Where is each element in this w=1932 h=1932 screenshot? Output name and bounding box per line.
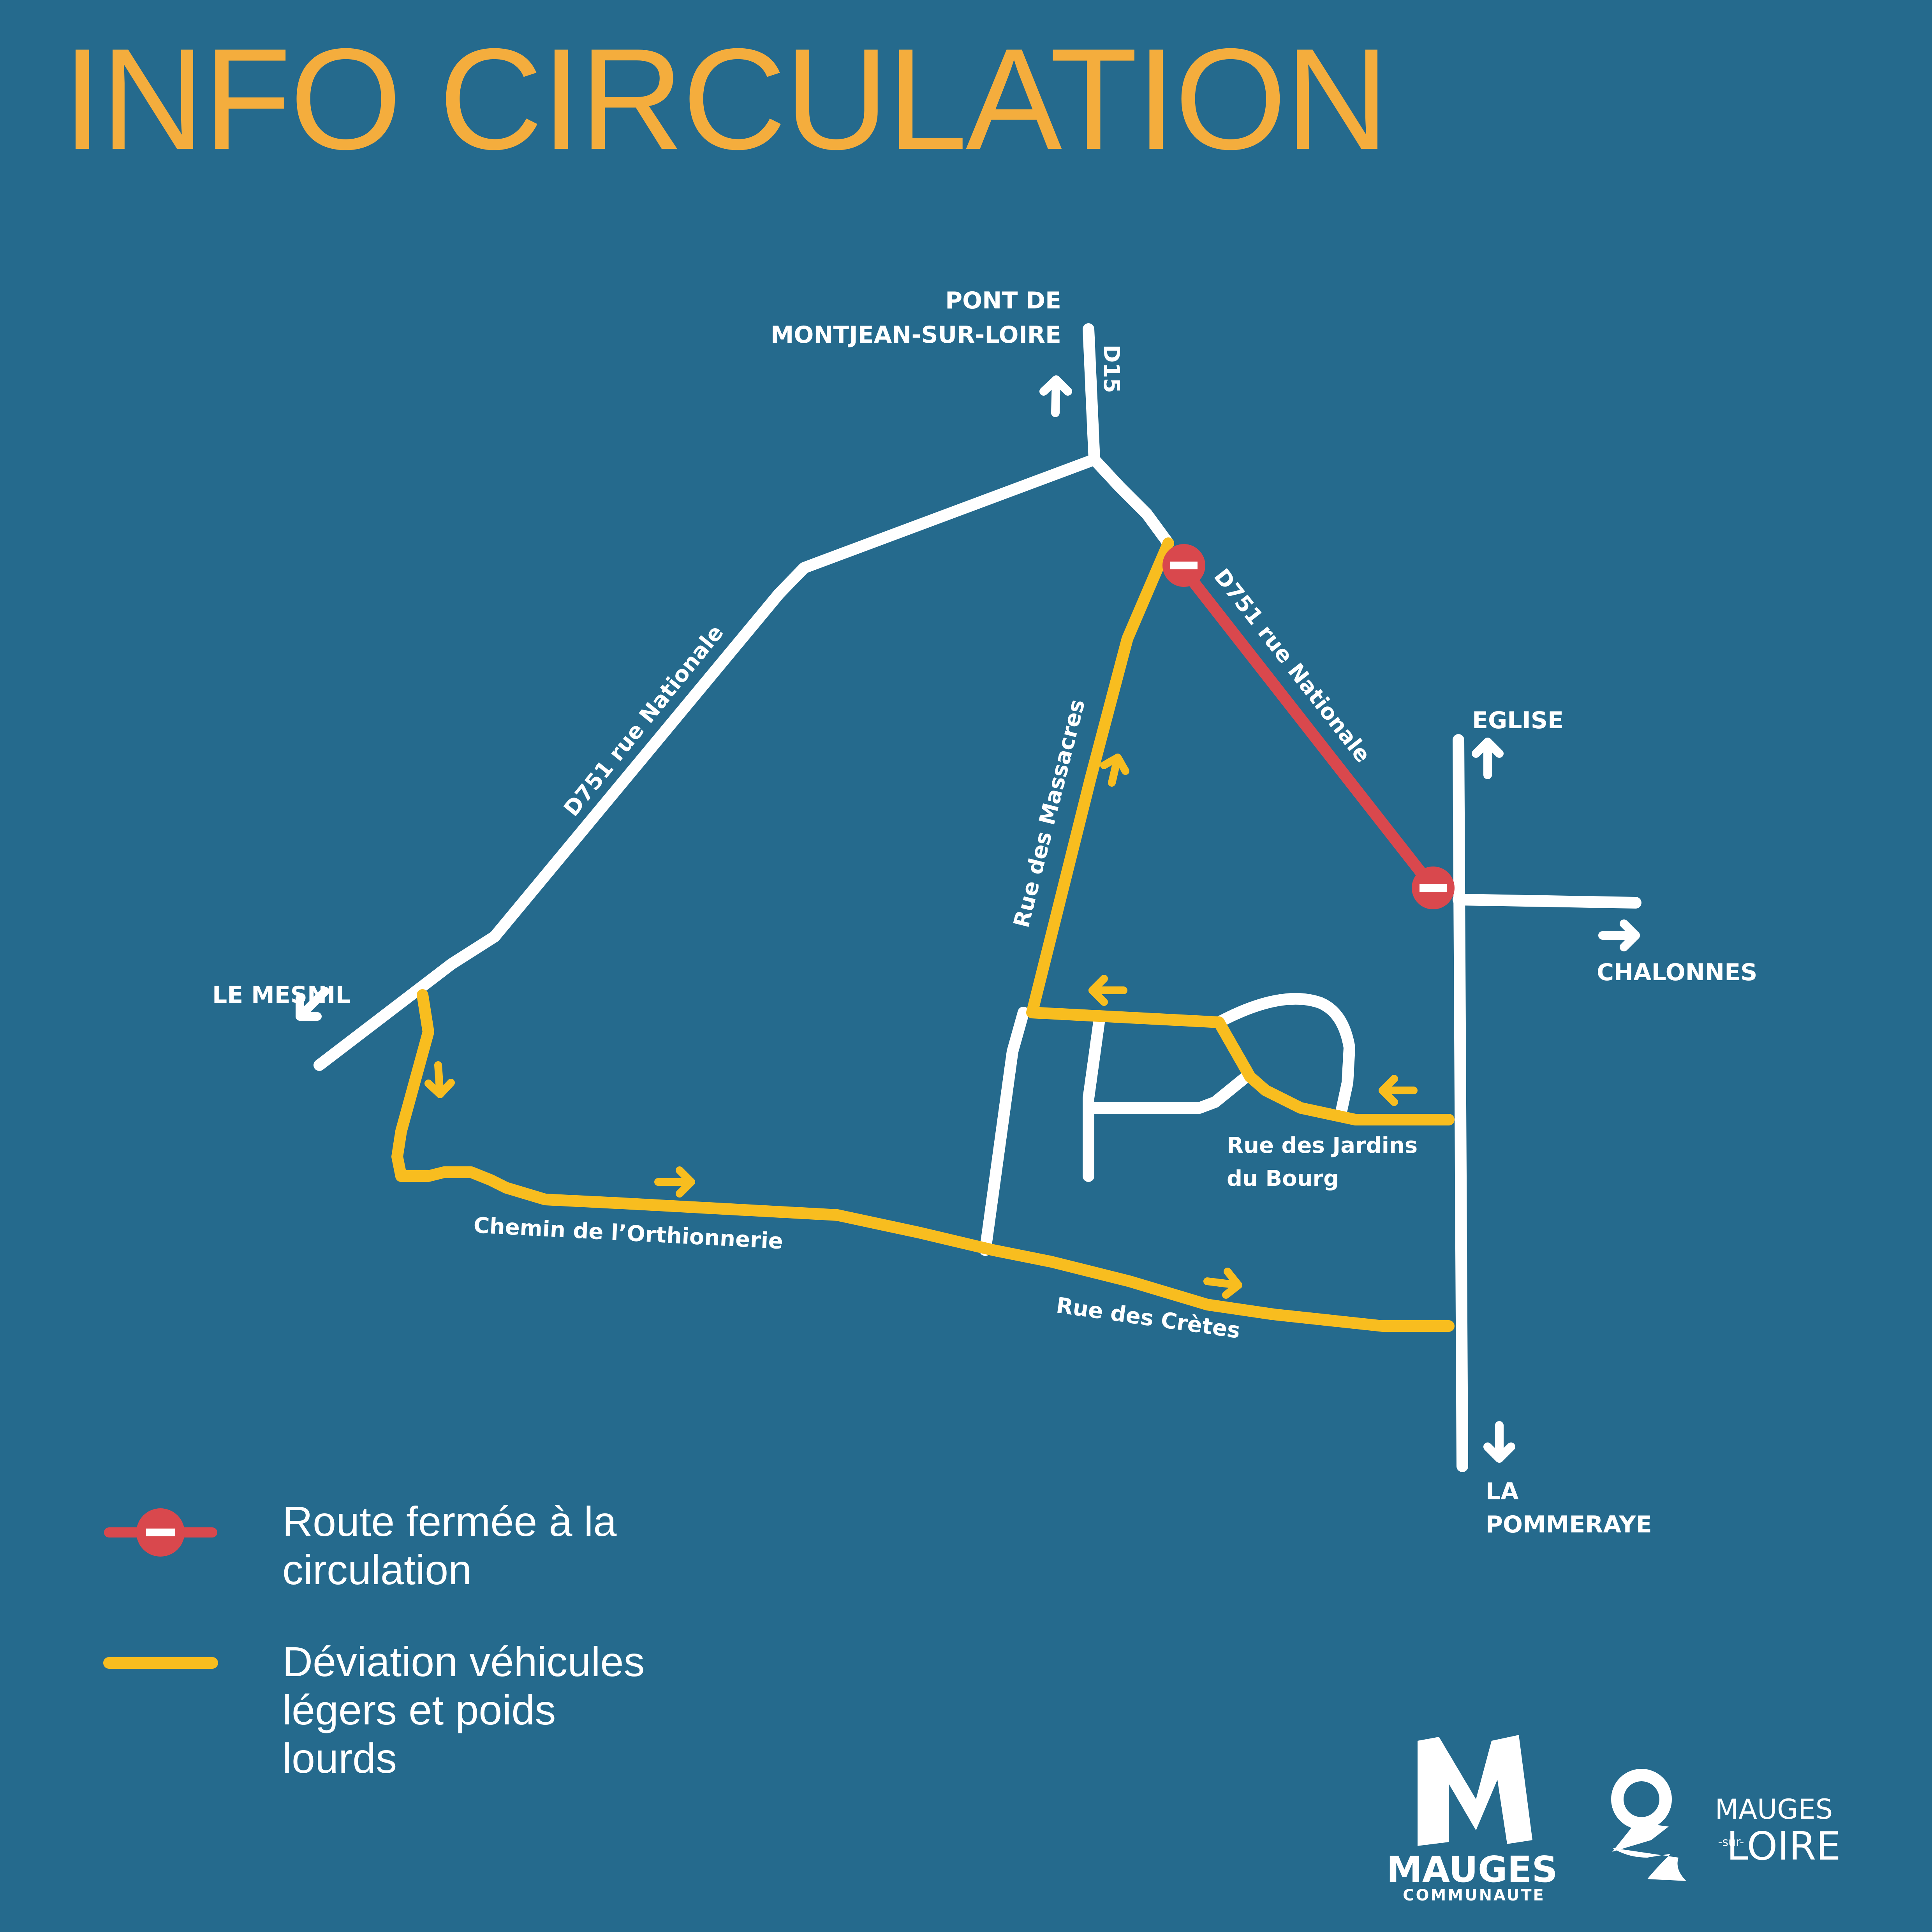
road-p-shape-bottom xyxy=(1083,1071,1252,1114)
page-title: INFO CIRCULATION xyxy=(62,19,1389,180)
road-massacres-south xyxy=(979,1007,1029,1256)
arrow-up-icon xyxy=(1039,375,1072,417)
mauges-name: MAUGES xyxy=(1386,1849,1557,1890)
road-d751-west xyxy=(313,454,1100,1071)
mauges-sur-loire-logo: MAUGES -sur- LOIRE xyxy=(1611,1769,1841,1881)
label-du-bourg: du Bourg xyxy=(1227,1166,1339,1191)
label-pommeraye: POMMERAYE xyxy=(1486,1511,1652,1538)
detour-west-south xyxy=(391,989,1455,1332)
road-d751-junction-east xyxy=(1088,454,1174,549)
legend-closed-road-text: Route fermée à la circulation xyxy=(282,1497,616,1594)
label-eglise: EGLISE xyxy=(1472,707,1564,734)
detour-massacres xyxy=(1026,537,1455,1125)
label-le-mesnil: LE MESNIL xyxy=(212,981,350,1009)
msl-line1: MAUGES xyxy=(1715,1793,1833,1825)
legend-closed-line1: Route fermée à la xyxy=(282,1498,617,1545)
label-montjean-sur-loire: MONTJEAN-SUR-LOIRE xyxy=(771,321,1061,349)
road-east-chalonnes xyxy=(1453,894,1641,909)
legend-detour-line2: légers et poids xyxy=(282,1686,556,1733)
arrow-right-icon xyxy=(1203,1268,1242,1299)
label-chemin-de-lorthionnerie: Chemin de l’Orthionnerie xyxy=(473,1213,784,1254)
arrow-right-icon xyxy=(654,1166,695,1198)
arrow-down-left-icon xyxy=(296,987,329,1021)
label-d15: D15 xyxy=(1099,345,1124,393)
arrow-left-icon xyxy=(1379,1075,1418,1106)
road-main-vertical xyxy=(1453,734,1468,1472)
arrow-up-icon xyxy=(1100,754,1129,787)
label-pont-de: PONT DE xyxy=(945,287,1061,314)
legend-detour-line1: Déviation véhicules xyxy=(282,1638,645,1685)
legend-closed-line2: circulation xyxy=(282,1546,472,1593)
legend-detour-text: Déviation véhicules légers et poids lour… xyxy=(282,1638,645,1782)
arrow-up-icon xyxy=(1472,738,1504,779)
arrow-down-icon xyxy=(424,1061,455,1098)
arrow-right-icon xyxy=(1598,919,1640,951)
no-entry-icon xyxy=(1412,866,1455,909)
road-p-shape xyxy=(1083,1016,1105,1182)
label-d751-east: D751 rue Nationale xyxy=(1209,564,1375,768)
road-loop xyxy=(1213,993,1355,1116)
label-chalonnes: CHALONNES xyxy=(1597,959,1757,986)
legend-detour-line3: lourds xyxy=(282,1735,397,1782)
legend-closed-road-symbol xyxy=(104,1508,217,1557)
road-d15 xyxy=(1083,323,1100,465)
mauges-communaute-logo: MAUGES COMMUNAUTE xyxy=(1386,1735,1558,1904)
label-d751-west: D751 rue Nationale xyxy=(559,620,729,821)
label-rue-des-jardins: Rue des Jardins xyxy=(1227,1133,1418,1158)
arrow-left-icon xyxy=(1088,975,1127,1006)
closed-road-d751 xyxy=(1174,559,1439,894)
no-entry-icon xyxy=(1162,544,1205,587)
mauges-sub: COMMUNAUTE xyxy=(1403,1886,1545,1904)
arrow-down-icon xyxy=(1483,1421,1515,1463)
msl-sur: -sur- xyxy=(1718,1835,1744,1849)
label-la: LA xyxy=(1486,1478,1519,1505)
msl-line2: LOIRE xyxy=(1726,1823,1840,1869)
